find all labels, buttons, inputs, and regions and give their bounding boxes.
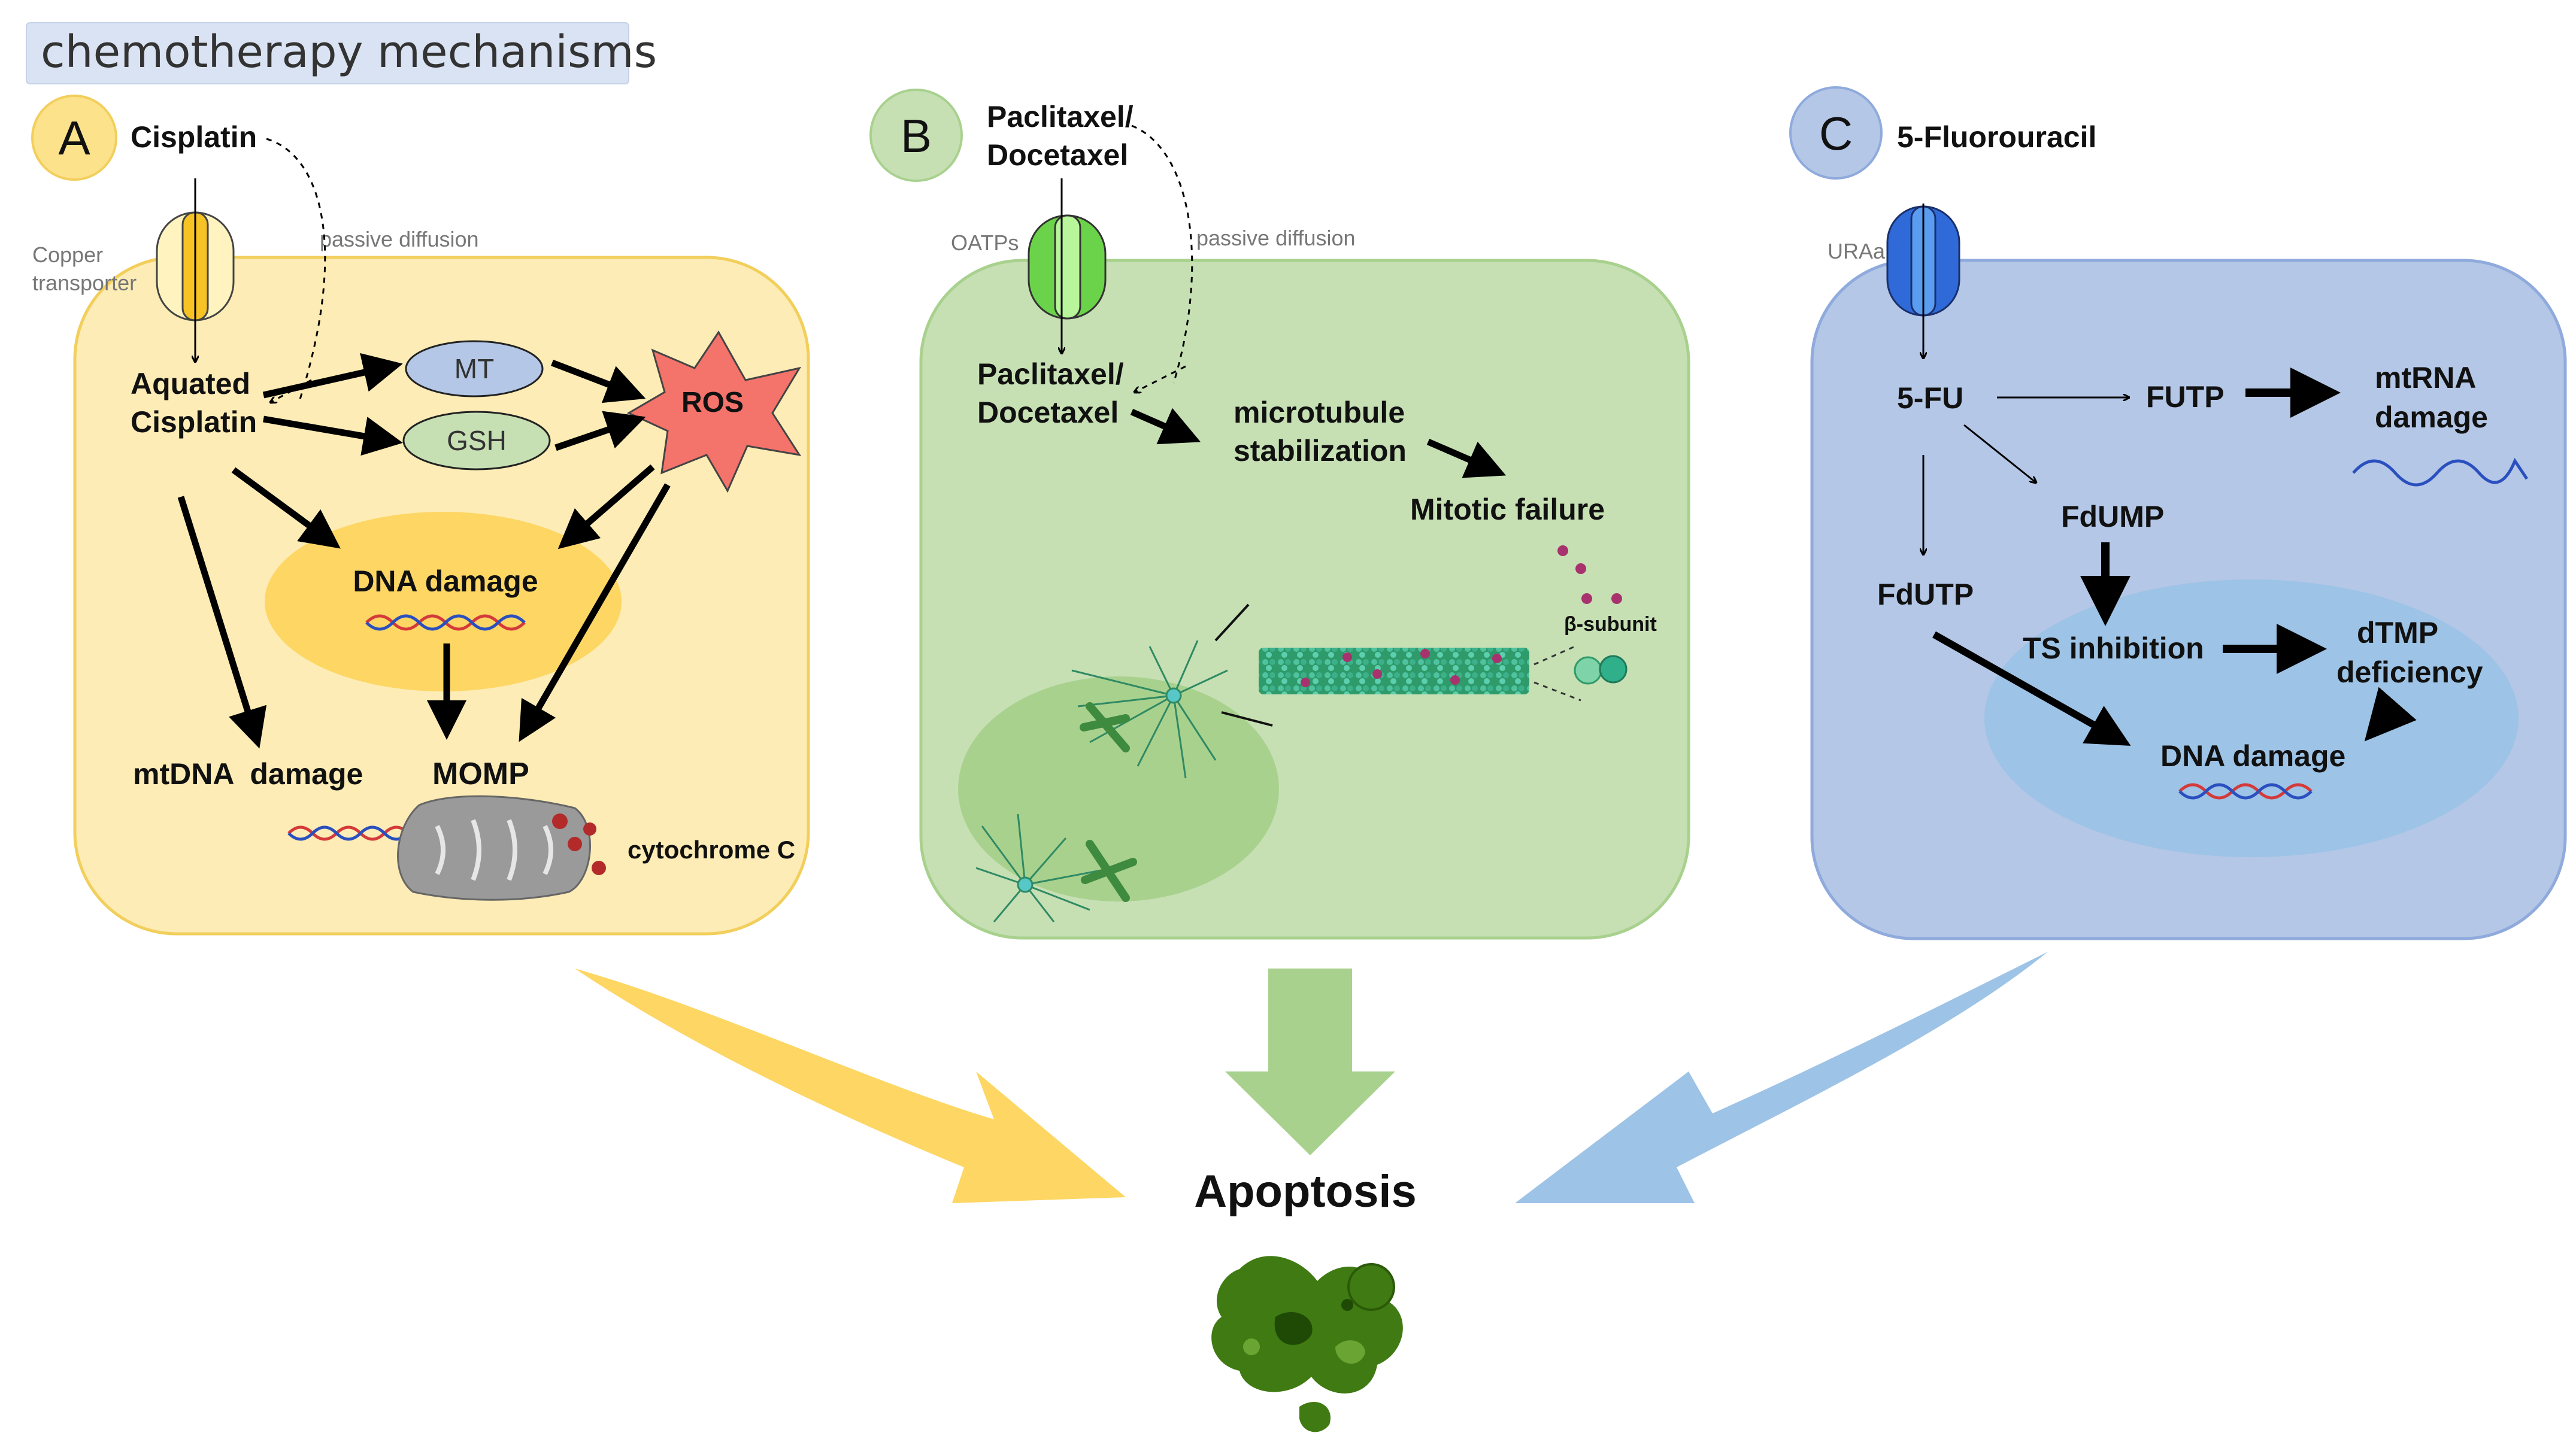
label-mtrna-damage: damage xyxy=(2375,400,2488,434)
label-fdump: FdUMP xyxy=(2061,500,2164,533)
label-beta-subunit: β-subunit xyxy=(1564,613,1657,636)
panel-a: A Cisplatin Copper transporter passive d… xyxy=(31,95,810,936)
dna-icon xyxy=(365,614,526,631)
label-5fu: 5-FU xyxy=(1897,381,1963,415)
label-dtmp-deficiency: deficiency xyxy=(2336,655,2483,689)
badge-c xyxy=(1789,86,1883,180)
label-mtdna-damage: mtDNA damage xyxy=(133,757,363,791)
label-cytochrome-c: cytochrome C xyxy=(628,836,795,864)
label-mitotic-failure: Mitotic failure xyxy=(1410,493,1605,526)
label-passive-a: passive diffusion xyxy=(320,227,479,251)
spindle-icon xyxy=(975,603,1273,922)
label-fdutp: FdUTP xyxy=(1877,578,1974,611)
label-passive-b: passive diffusion xyxy=(1196,226,1356,250)
badge-b xyxy=(869,89,963,182)
oatp-transporter-icon xyxy=(1028,214,1107,320)
mitochondrion-icon xyxy=(397,795,606,901)
label-ts-inhibition: TS inhibition xyxy=(2023,632,2204,665)
label-apoptosis: Apoptosis xyxy=(1194,1166,1417,1217)
label-dna-damage-c: DNA damage xyxy=(2160,739,2345,773)
panel-b: B Paclitaxel/ Docetaxel OATPs passive di… xyxy=(869,89,1690,940)
drug-docetaxel: Docetaxel xyxy=(987,138,1128,172)
mt-node xyxy=(405,340,544,397)
label-microtubule: microtubule xyxy=(1234,396,1405,429)
beta-subunit-icon xyxy=(1574,656,1602,685)
svg-text:B: B xyxy=(901,110,932,162)
arrow-blue xyxy=(1515,952,2048,1203)
panel-c: C 5-Fluorouracil URAa 5-FU FUTP mtRNA da… xyxy=(1789,86,2567,940)
arrow-green xyxy=(1225,969,1395,1155)
rna-wave-icon xyxy=(2352,457,2529,487)
label-paclitaxel-inner: Paclitaxel/ xyxy=(977,357,1124,391)
gsh-node xyxy=(402,411,551,470)
label-dtmp: dTMP xyxy=(2357,616,2438,649)
tubulin-dots xyxy=(1301,545,1622,687)
svg-text:MT: MT xyxy=(454,353,494,384)
label-momp: MOMP xyxy=(432,757,529,791)
label-oatps: OATPs xyxy=(951,230,1019,255)
ros-burst xyxy=(626,330,802,493)
chromosome-icon xyxy=(1080,702,1130,752)
apoptotic-cell-icon xyxy=(1211,1256,1403,1432)
nucleus-b xyxy=(958,676,1279,901)
label-docetaxel-inner: Docetaxel xyxy=(977,396,1119,429)
drug-cisplatin: Cisplatin xyxy=(131,120,257,154)
label-futp: FUTP xyxy=(2146,380,2225,414)
dna-icon-c xyxy=(2178,783,2313,800)
diagram-title: chemotherapy mechanisms xyxy=(41,26,657,78)
svg-text:GSH: GSH xyxy=(447,425,507,456)
label-dna-damage-a: DNA damage xyxy=(353,564,538,598)
nucleus-c xyxy=(1984,579,2519,857)
label-stabilization: stabilization xyxy=(1234,434,1407,468)
label-aquated: Aquated xyxy=(131,367,250,400)
svg-text:ROS: ROS xyxy=(681,387,744,418)
svg-text:A: A xyxy=(58,111,90,165)
arrow-yellow xyxy=(575,969,1126,1203)
drug-paclitaxel: Paclitaxel/ xyxy=(987,100,1134,133)
label-mtrna: mtRNA xyxy=(2375,361,2476,394)
drug-5-fluorouracil: 5-Fluorouracil xyxy=(1897,120,2096,154)
label-cisplatin-inner: Cisplatin xyxy=(131,405,257,439)
svg-text:C: C xyxy=(1819,107,1853,160)
label-transporter: transporter xyxy=(32,271,137,295)
nucleus-a xyxy=(265,512,622,691)
label-uraa: URAa xyxy=(1828,239,1886,263)
badge-a xyxy=(31,95,117,181)
title-box: chemotherapy mechanisms xyxy=(26,22,657,84)
label-copper: Copper xyxy=(32,242,103,267)
dna-icon-mito xyxy=(287,825,410,841)
microtubule-icon xyxy=(1259,648,1529,694)
